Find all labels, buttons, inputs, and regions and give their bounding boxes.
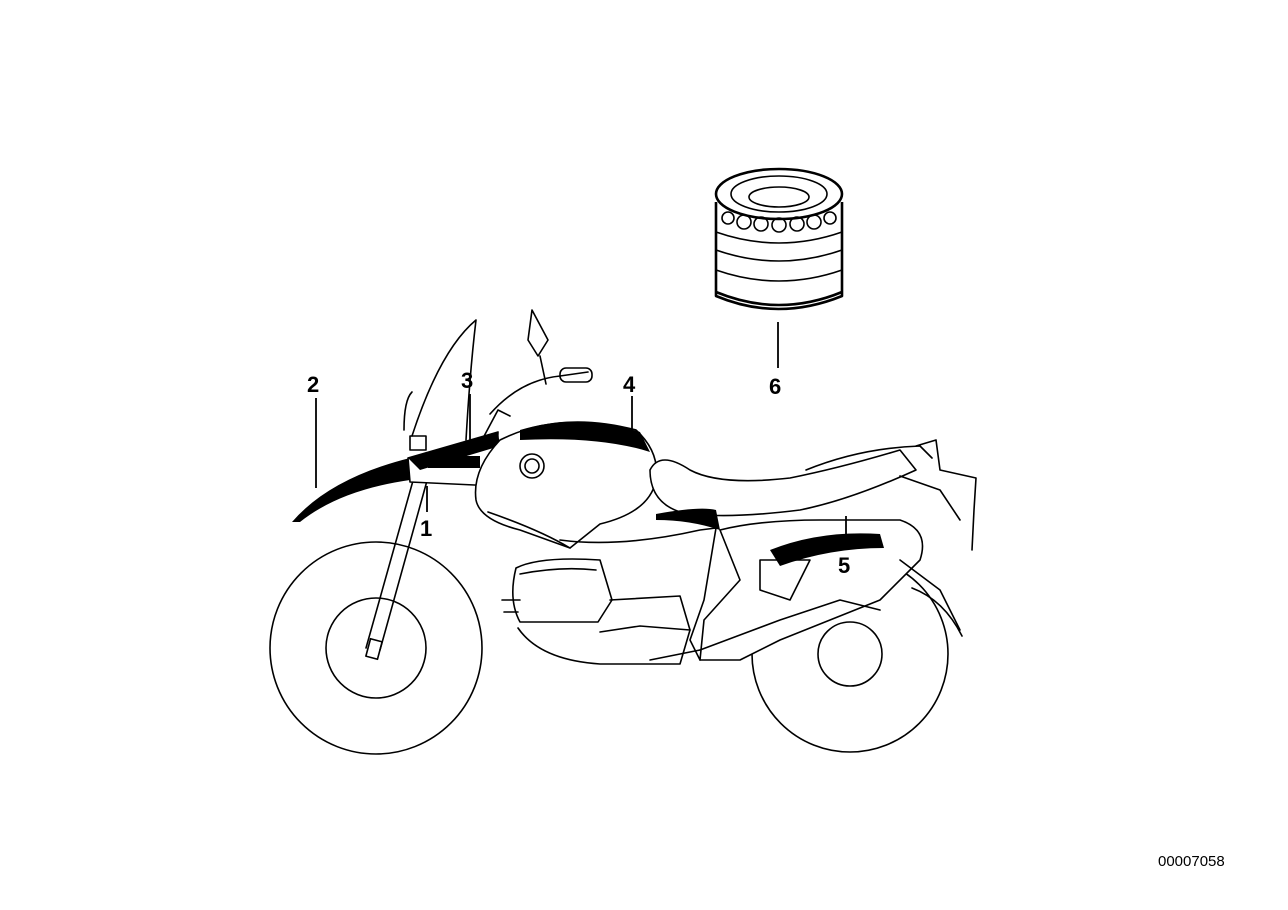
callout-labels: 1 2 3 4 5 6 (307, 368, 850, 578)
callout-3: 3 (461, 368, 473, 393)
callout-1: 1 (420, 516, 432, 541)
callout-2: 2 (307, 372, 319, 397)
paint-roll-drawing (714, 167, 844, 311)
leader-lines (315, 322, 847, 550)
motorcycle-drawing (269, 309, 977, 755)
callout-4: 4 (623, 372, 636, 397)
callout-5: 5 (838, 553, 850, 578)
callout-6: 6 (769, 374, 781, 399)
diagram-reference-number: 00007058 (1158, 853, 1225, 870)
